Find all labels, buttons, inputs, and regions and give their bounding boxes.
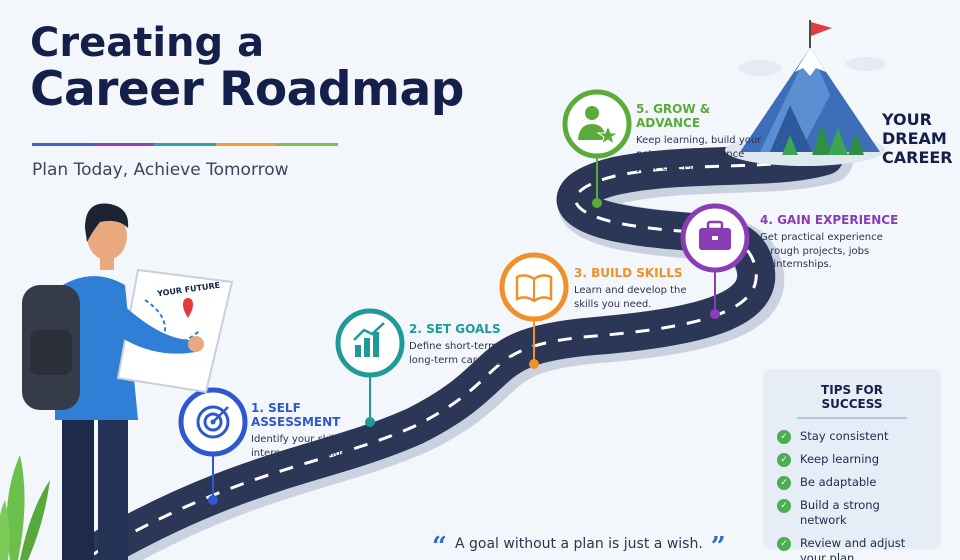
check-icon: ✓ [777,453,791,467]
step-2: 2. SET GOALS Define short-term and long-… [409,322,549,367]
check-icon: ✓ [777,430,791,444]
step-1-pin [178,387,248,505]
person-star-icon [578,106,620,146]
title-line-2: Career Roadmap [30,62,464,118]
step-3-desc-2: skills you need. [574,298,652,310]
tips-panel: TIPS FOR SUCCESS ✓ Stay consistent ✓ Kee… [763,369,941,560]
step-4-desc-3: or internships. [760,259,832,270]
step-4-pin [680,203,750,319]
step-2-desc-2: long-term career goals. [409,354,526,366]
title-accent-rule [32,143,339,146]
tip-item: ✓ Keep learning [777,452,927,467]
dream-career-label: YOUR DREAM CAREER [882,110,953,168]
step-4-label: 4. GAIN EXPERIENCE [760,213,899,227]
tip-text: Be adaptable [800,475,877,489]
person-illustration [22,203,234,560]
step-3: 3. BUILD SKILLS Learn and develop the sk… [574,266,714,311]
book-icon [515,274,553,303]
step-5: 5. GROW & ADVANCE Keep learning, build y… [636,102,766,175]
mountain-icon [725,20,886,166]
step-4-desc-1: Get practical experience [760,232,883,243]
tip-text: Review and adjust your plan [800,535,906,560]
step-2-desc-1: Define short-term and [409,341,520,352]
check-icon: ✓ [777,499,791,513]
tip-text: Stay consistent [800,429,889,443]
dream-line-1: YOUR [882,110,932,129]
quote: “ A goal without a plan is just a wish. … [432,528,726,560]
check-icon: ✓ [777,536,791,551]
dream-line-3: CAREER [882,148,953,168]
close-quote-icon: ” [710,532,726,560]
step-5-label: 5. GROW & ADVANCE [636,102,711,130]
open-quote-icon: “ [432,532,447,560]
page-title: Creating a Career Roadmap [30,20,464,118]
tip-item: ✓ Stay consistent [777,429,927,444]
quote-text: A goal without a plan is just a wish. [454,536,703,552]
step-4: 4. GAIN EXPERIENCE Get practical experie… [760,213,900,272]
step-1: 1. SELF ASSESSMENT Identify your skills,… [251,401,381,460]
target-icon [196,405,230,439]
road-center-line [89,154,826,558]
bar-chart-icon [353,322,385,357]
dream-line-2: DREAM [882,129,947,149]
title-line-1: Creating a [30,20,265,66]
step-4-desc-2: through projects, jobs [760,245,870,257]
step-1-desc-1: Identify your skills, [251,434,346,445]
step-2-label: 2. SET GOALS [409,322,501,336]
tips-title: TIPS FOR SUCCESS [797,383,907,419]
step-3-label: 3. BUILD SKILLS [574,266,683,280]
tip-text: Keep learning [800,452,879,466]
page-subtitle: Plan Today, Achieve Tomorrow [32,160,289,180]
step-1-desc-2: interests and values. [251,447,356,459]
step-2-pin [335,308,405,427]
step-5-desc-2: network and advance [636,148,745,160]
step-1-label: 1. SELF ASSESSMENT [251,401,341,429]
step-3-desc-1: Learn and develop the [574,285,687,296]
step-5-pin [562,89,632,208]
tip-text: Build a strong network [800,498,880,527]
tip-item: ✓ Review and adjust your plan [777,536,927,560]
plant-icon [0,455,50,560]
check-icon: ✓ [777,476,791,490]
briefcase-icon [699,220,731,250]
step-5-desc-3: your career. [636,162,696,173]
tip-item: ✓ Be adaptable [777,475,927,490]
step-3-pin [499,252,569,369]
tip-item: ✓ Build a strong network [777,498,927,528]
step-5-desc-1: Keep learning, build your [636,135,762,146]
